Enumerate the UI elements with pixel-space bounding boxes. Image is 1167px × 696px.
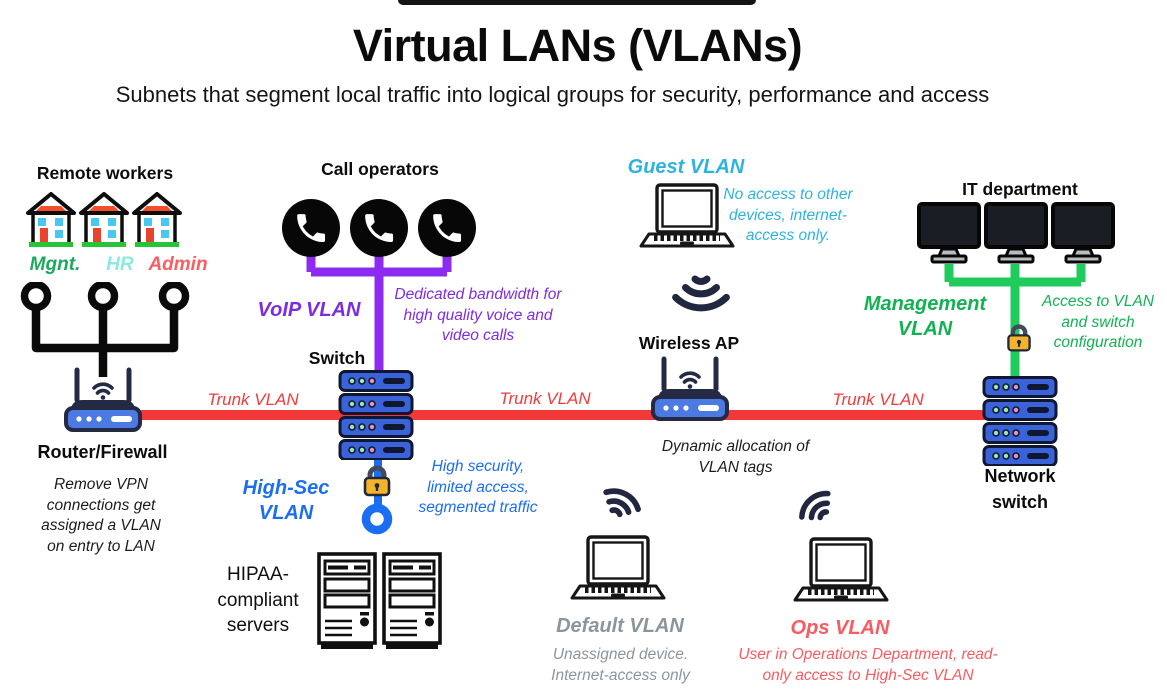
- server-tower-icon: [382, 552, 442, 649]
- voip-bracket: [306, 256, 452, 378]
- default-vlan-label: Default VLAN: [556, 615, 684, 637]
- guest-vlan-label: Guest VLAN: [627, 156, 745, 178]
- server-tower-icon: [317, 552, 377, 649]
- guest-note: No access to other devices, internet-acc…: [723, 186, 853, 245]
- voip-vlan-label: VoIP VLAN: [257, 299, 361, 321]
- wifi-icon: [603, 488, 641, 518]
- high-sec-endpoint-icon: [361, 503, 393, 535]
- high-sec-vlan-label: High-Sec VLAN: [242, 477, 330, 524]
- top-bar: [398, 0, 756, 5]
- phone-icon: [350, 199, 408, 257]
- house-icon: [26, 192, 76, 247]
- ops-vlan-label: Ops VLAN: [790, 617, 890, 639]
- remote-workers-note: Remove VPN connections get assigned a VL…: [41, 476, 161, 555]
- call-operators-heading: Call operators: [321, 159, 439, 179]
- ops-vlan-note: User in Operations Department, read-only…: [738, 646, 998, 684]
- wireless-ap-note: Dynamic allocation of VLAN tags: [661, 438, 810, 476]
- house-label-hr: HR: [106, 254, 134, 275]
- trunk-vlan-label: Trunk VLAN: [499, 389, 591, 408]
- wireless-ap-heading: Wireless AP: [638, 333, 740, 353]
- high-sec-note: High security, limited access, segmented…: [418, 458, 538, 517]
- wifi-icon: [672, 275, 730, 312]
- trunk-line: [137, 410, 1007, 420]
- router-firewall-icon: [64, 367, 142, 432]
- network-switch-icon: [982, 376, 1058, 466]
- wifi-icon: [799, 490, 831, 521]
- laptop-icon: [639, 183, 735, 248]
- wireless-ap-icon: [651, 356, 729, 421]
- switch-label: Switch: [308, 348, 366, 368]
- laptop-icon: [793, 537, 889, 602]
- remote-workers-heading: Remote workers: [36, 163, 174, 183]
- monitor-icon: [984, 202, 1048, 264]
- padlock-icon: [1007, 324, 1031, 352]
- remote-workers-connector-icon: [20, 282, 190, 377]
- page-title: Virtual LANs (VLANs): [352, 20, 803, 71]
- router-firewall-label: Router/Firewall: [37, 442, 168, 462]
- network-switch-label: Network switch: [984, 466, 1056, 513]
- management-vlan-label: Management VLAN: [863, 293, 987, 340]
- house-icon: [132, 192, 182, 247]
- monitor-icon: [1051, 202, 1115, 264]
- laptop-icon: [570, 535, 666, 600]
- padlock-icon: [363, 465, 391, 497]
- it-department-heading: IT department: [962, 179, 1078, 199]
- house-label-admin: Admin: [148, 254, 208, 275]
- house-label-mgnt: Mgnt.: [29, 254, 81, 275]
- management-bracket: [944, 264, 1086, 378]
- house-icon: [79, 192, 129, 247]
- phone-icon: [282, 199, 340, 257]
- management-note: Access to VLAN and switch configuration: [1042, 293, 1154, 352]
- default-vlan-note: Unassigned device. Internet-access only: [551, 646, 690, 684]
- page-subtitle: Subnets that segment local traffic into …: [115, 82, 990, 107]
- voip-note: Dedicated bandwidth for high quality voi…: [394, 286, 562, 345]
- hipaa-servers-label: HIPAA-compliant servers: [217, 564, 299, 637]
- phone-icon: [418, 199, 476, 257]
- monitor-icon: [917, 202, 981, 264]
- trunk-vlan-label: Trunk VLAN: [832, 390, 924, 409]
- switch-icon: [338, 370, 414, 460]
- trunk-vlan-label: Trunk VLAN: [207, 390, 299, 409]
